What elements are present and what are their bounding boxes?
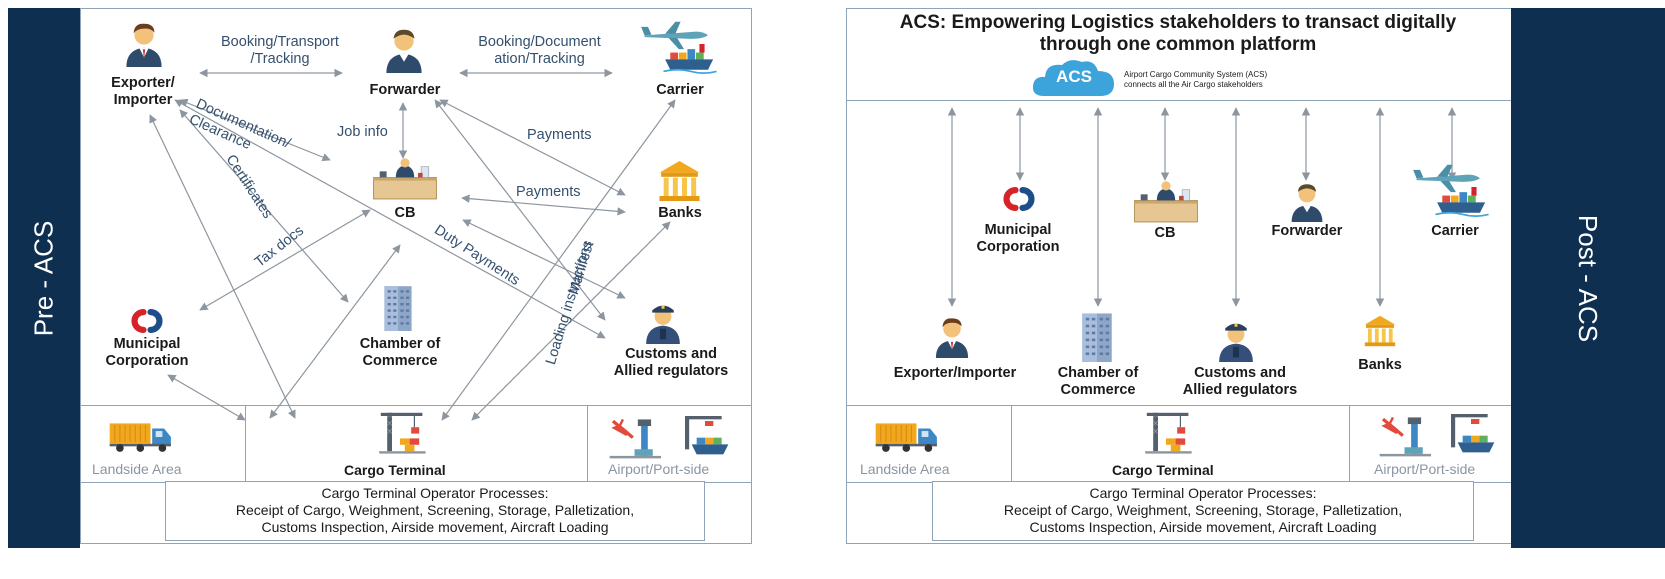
post-zone-landside-label: Landside Area — [860, 461, 950, 477]
pre-edge-payments-1: Payments — [527, 127, 592, 143]
post-carrier-icon — [1412, 163, 1490, 218]
post-process-box: Cargo Terminal Operator Processes: Recei… — [932, 481, 1474, 541]
pre-customs-label: Customs and Allied regulators — [613, 346, 729, 379]
post-title: ACS: Empowering Logistics stakeholders t… — [899, 12, 1457, 56]
post-acs-sidebar: Post - ACS — [1511, 8, 1665, 548]
pre-zone-landside-label: Landside Area — [92, 461, 182, 477]
pre-carrier-label: Carrier — [656, 82, 704, 98]
post-zone-divider-1 — [1011, 405, 1012, 481]
post-banks-label: Banks — [1358, 357, 1402, 373]
post-bank-icon — [1364, 315, 1396, 347]
pre-acs-sidebar: Pre - ACS — [8, 8, 80, 548]
pre-edge-booking-documentation: Booking/Document ation/Tracking — [478, 34, 601, 67]
post-exporter-icon — [935, 318, 969, 358]
post-municipal-label: Municipal Corporation — [976, 222, 1060, 255]
pre-process-box: Cargo Terminal Operator Processes: Recei… — [165, 481, 705, 541]
post-port-icon — [1451, 414, 1495, 453]
pre-zone-cargo-terminal-label: Cargo Terminal — [344, 462, 446, 478]
post-cb-desk-icon — [1134, 180, 1198, 223]
post-airport-icon — [1378, 415, 1433, 458]
post-zone-divider-2 — [1349, 405, 1350, 481]
acs-cloud-caption: Airport Cargo Community System (ACS) con… — [1124, 70, 1268, 89]
pre-edge-booking-transport: Booking/Transport /Tracking — [221, 34, 339, 67]
pre-zone-divider-1 — [245, 405, 246, 481]
pre-forwarder-label: Forwarder — [369, 82, 441, 98]
pre-banks-label: Banks — [658, 205, 702, 221]
pre-exporter-label: Exporter/ Importer — [111, 75, 175, 108]
post-customs-label: Customs and Allied regulators — [1182, 365, 1298, 398]
pre-zone-divider-2 — [587, 405, 588, 481]
post-carrier-label: Carrier — [1431, 223, 1479, 239]
post-exporter-label: Exporter/Importer — [893, 365, 1017, 381]
post-cb-label: CB — [1154, 225, 1176, 241]
post-chamber-building-icon — [1082, 313, 1112, 362]
post-forwarder-label: Forwarder — [1271, 223, 1343, 239]
post-customs-officer-icon — [1219, 323, 1253, 362]
pre-edge-job-info: Job info — [337, 124, 388, 140]
pre-zone-airport-label: Airport/Port-side — [608, 461, 710, 477]
acs-cloud-icon — [1032, 60, 1114, 96]
post-header-divider — [846, 100, 1511, 101]
post-chamber-label: Chamber of Commerce — [1057, 365, 1139, 398]
post-zone-airport-label: Airport/Port-side — [1374, 461, 1476, 477]
post-forwarder-icon — [1291, 184, 1323, 222]
pre-cb-label: CB — [394, 205, 416, 221]
pre-chamber-label: Chamber of Commerce — [359, 336, 441, 369]
post-zone-cargo-terminal-label: Cargo Terminal — [1112, 462, 1214, 478]
pre-edge-payments-2: Payments — [516, 184, 581, 200]
pre-municipal-label: Municipal Corporation — [105, 336, 189, 369]
post-crane-icon — [1144, 412, 1193, 455]
post-truck-icon — [875, 422, 938, 453]
acs-cloud-label: ACS — [1056, 67, 1092, 86]
post-municipal-logo-icon — [990, 183, 1048, 215]
